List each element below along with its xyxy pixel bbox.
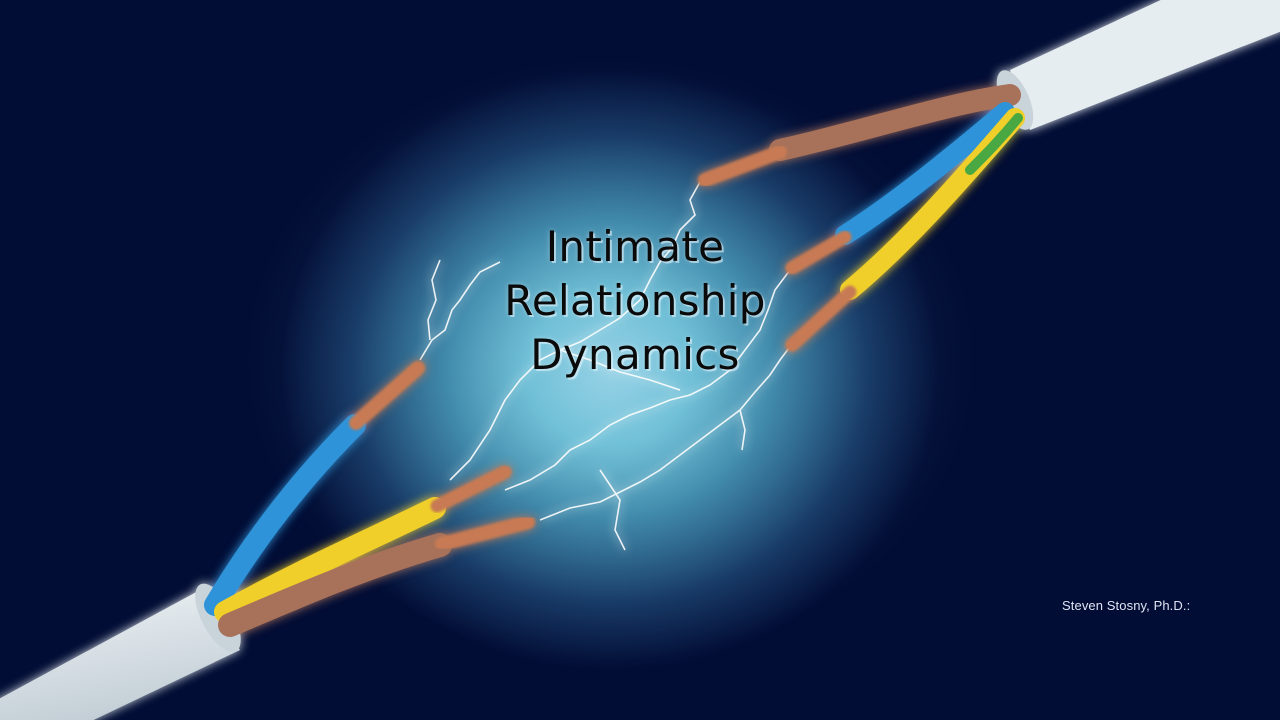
title-line-1: Intimate — [545, 222, 725, 271]
slide-title: Intimate Relationship Dynamics — [0, 220, 1280, 382]
lightning-bolts — [419, 181, 796, 551]
cable-left — [0, 361, 535, 720]
title-line-3: Dynamics — [530, 330, 740, 379]
cable-right — [698, 0, 1280, 352]
author-credit: Steven Stosny, Ph.D.: — [1062, 598, 1191, 613]
title-line-2: Relationship — [504, 276, 766, 325]
